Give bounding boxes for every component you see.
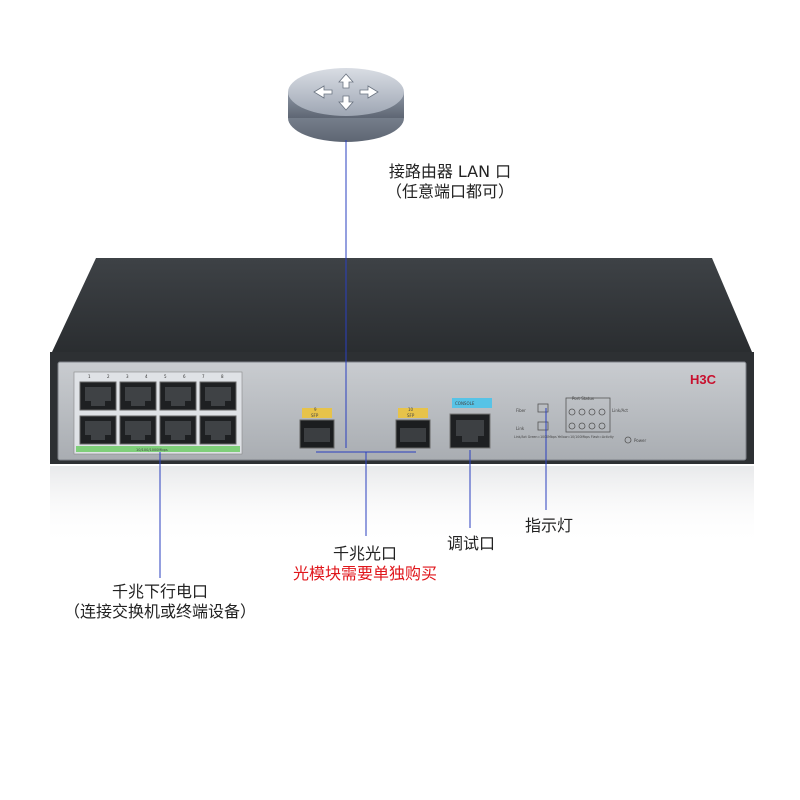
ethernet-port-number: 2	[107, 374, 110, 379]
ethernet-port-number: 6	[183, 374, 186, 379]
power-text: Power	[634, 438, 646, 443]
led-link-text: Link	[516, 426, 525, 431]
ethernet-strip-text: 10/100/1000Mbps	[136, 448, 168, 452]
port-status-text: Port Status	[572, 396, 594, 401]
ethernet-port[interactable]	[79, 381, 117, 411]
console-port[interactable]	[449, 398, 492, 449]
sfp-left-label: SFP	[311, 413, 319, 418]
sfp-right-label: SFP	[407, 413, 415, 418]
led-fiber-text: Fiber	[516, 408, 526, 413]
ethernet-port[interactable]	[159, 381, 197, 411]
h3c-logo: H3C	[690, 372, 717, 387]
ethernet-port-number: 5	[164, 374, 167, 379]
sfp-port-right[interactable]	[395, 408, 431, 449]
indicator-callout: 指示灯	[514, 516, 584, 536]
led-linkact-text: Link/Act	[612, 408, 628, 413]
ethernet-port[interactable]	[79, 415, 117, 445]
router-callout: 接路由器 LAN 口 （任意端口都可）	[350, 162, 550, 202]
ethernet-port[interactable]	[199, 415, 237, 445]
indicator-callout-text: 指示灯	[524, 516, 573, 535]
ethernet-port-number: 3	[126, 374, 129, 379]
router-callout-line2: （任意端口都可）	[385, 182, 514, 201]
ethernet-port-number: 1	[88, 374, 91, 379]
copper-port-callout-line1: 千兆下行电口	[111, 582, 208, 601]
indicator-led-panel	[537, 397, 632, 444]
ethernet-port[interactable]	[119, 381, 157, 411]
ethernet-port[interactable]	[159, 415, 197, 445]
ethernet-port-number: 7	[202, 374, 205, 379]
leader-lines	[159, 140, 547, 578]
sfp-port-left[interactable]	[299, 408, 335, 449]
ethernet-strip	[76, 446, 240, 452]
sfp-left-number: 9	[314, 407, 317, 412]
ethernet-port-number: 4	[145, 374, 148, 379]
copper-port-callout: 千兆下行电口 （连接交换机或终端设备）	[50, 582, 270, 622]
sfp-callout-line2: 光模块需要单独购买	[292, 564, 437, 583]
ethernet-port[interactable]	[199, 381, 237, 411]
led-legend-text: Link/Act Green=1000Mbps Yellow=10/100Mbp…	[514, 435, 614, 439]
sfp-callout-line1: 千兆光口	[332, 544, 397, 563]
router-icon	[288, 68, 404, 142]
router-callout-line1: 接路由器 LAN 口	[388, 162, 512, 181]
sfp-right-number: 10	[408, 407, 414, 412]
ethernet-port[interactable]	[119, 415, 157, 445]
sfp-callout: 千兆光口 光模块需要单独购买	[270, 544, 460, 584]
copper-port-callout-line2: （连接交换机或终端设备）	[63, 602, 256, 621]
console-callout: 调试口	[436, 534, 506, 554]
console-text: CONSOLE	[455, 401, 475, 406]
console-callout-text: 调试口	[446, 534, 495, 553]
ethernet-port-number: 8	[221, 374, 224, 379]
